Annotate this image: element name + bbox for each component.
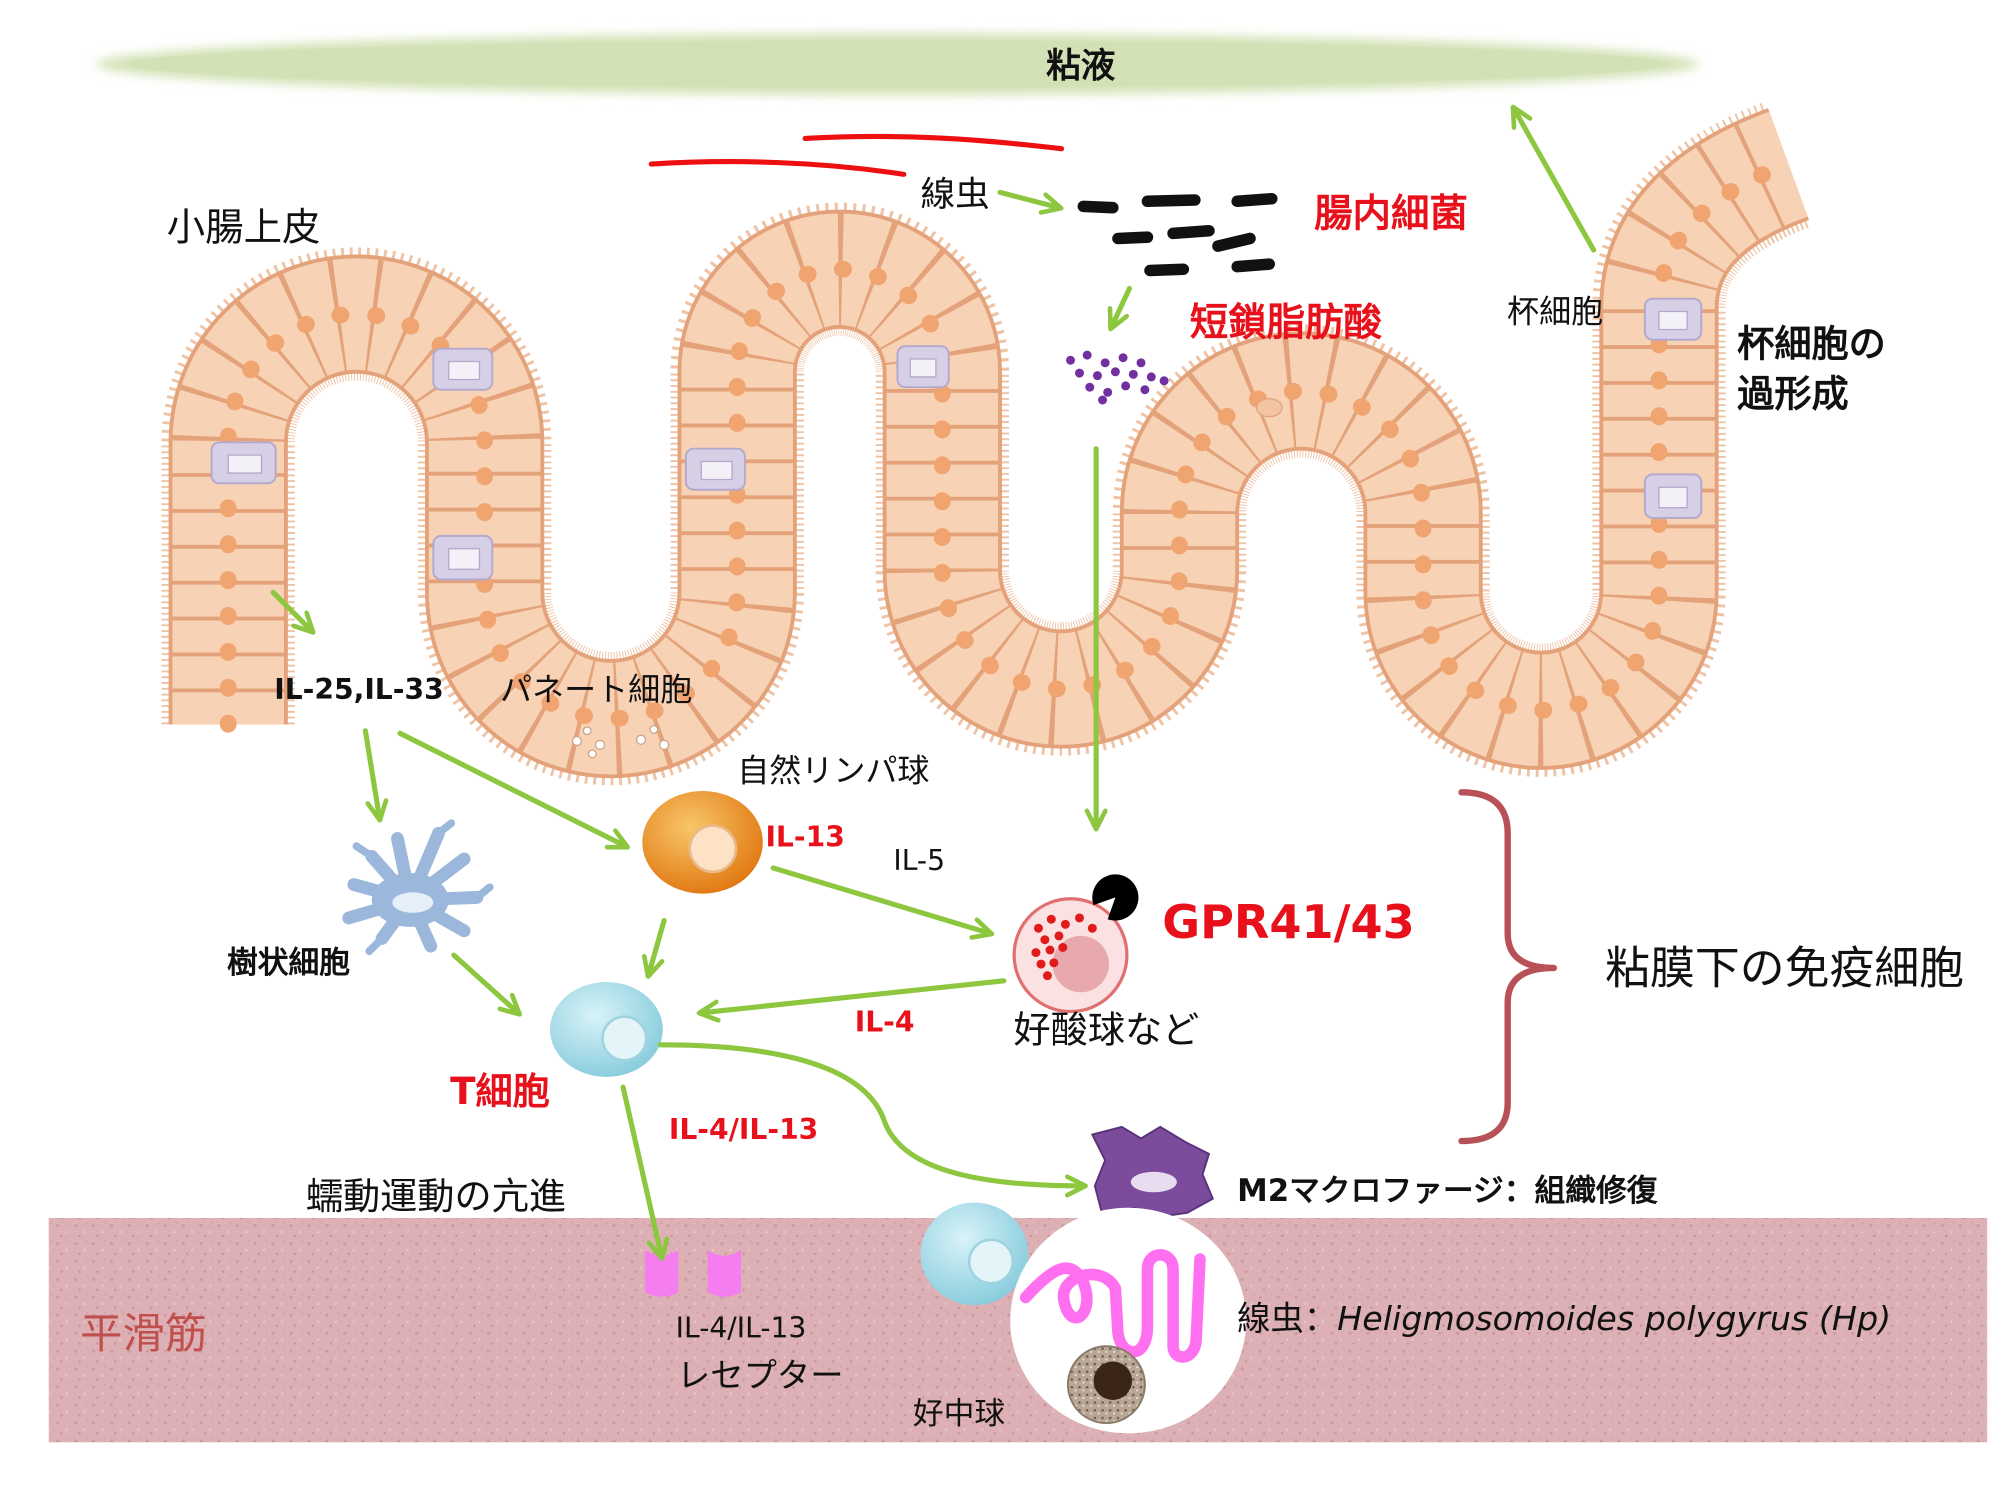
paneth-cell-label: パネート細胞 bbox=[500, 671, 692, 709]
gut-bacteria bbox=[1077, 192, 1278, 277]
goblet-cell bbox=[684, 447, 746, 491]
dendritic-cell-label: 樹状細胞 bbox=[227, 945, 350, 981]
smooth-muscle-label: 平滑筋 bbox=[80, 1309, 207, 1358]
small-intestine-epithelium bbox=[228, 164, 1788, 724]
arrow-epithelium-to-il25 bbox=[270, 589, 316, 635]
arrow-tcell-to-receptor bbox=[620, 1084, 670, 1261]
nematode-lines bbox=[648, 133, 1065, 177]
goblet-cell bbox=[432, 347, 494, 391]
arrow-bacteria-to-scfa bbox=[1107, 285, 1133, 332]
arrow-nematode-to-bacteria bbox=[997, 189, 1064, 215]
il4-label: IL-4 bbox=[855, 1005, 915, 1038]
neutrophil-cell bbox=[1066, 1345, 1146, 1425]
epithelium-label: 小腸上皮 bbox=[167, 206, 321, 251]
t-cell bbox=[550, 982, 663, 1077]
arrow-ilc-to-eosinophil bbox=[770, 865, 995, 940]
goblet-cell-label: 杯細胞 bbox=[1507, 293, 1603, 331]
nematode-species-name: Heligmosomoides polygyrus (Hp) bbox=[1337, 1298, 1891, 1337]
goblet-cells bbox=[210, 297, 1703, 581]
il4-il13-label: IL-4/IL-13 bbox=[669, 1113, 818, 1146]
m2-macrophage-nucleus bbox=[1130, 1171, 1177, 1193]
il5-label: IL-5 bbox=[893, 844, 945, 877]
arrow-eosinophil-to-tcell bbox=[696, 978, 1007, 1023]
il25-il33-label: IL-25,IL-33 bbox=[274, 673, 443, 706]
m2-macrophage bbox=[1090, 1125, 1215, 1218]
goblet-cell bbox=[210, 441, 277, 485]
dendritic-cell bbox=[342, 819, 494, 956]
ilc-label: 自然リンパ球 bbox=[737, 752, 929, 790]
eosinophil-label: 好酸球など bbox=[1014, 1007, 1200, 1051]
eosinophil-nucleus bbox=[1052, 935, 1109, 993]
gpr41-43-label: GPR41/43 bbox=[1162, 895, 1415, 949]
receptor-name-label: IL-4/IL-13 bbox=[676, 1312, 807, 1345]
arrow-dendritic-to-tcell bbox=[451, 952, 522, 1017]
arrow-ilc-to-tcell bbox=[641, 917, 667, 979]
goblet-hyperplasia-label-line2: 過形成 bbox=[1737, 372, 1848, 416]
il4-il13-receptors bbox=[644, 1250, 742, 1297]
arrows bbox=[270, 104, 1597, 1261]
t-cell-nucleus bbox=[601, 1015, 648, 1062]
il13-label: IL-13 bbox=[765, 821, 844, 854]
nematode-prefix: 線虫： bbox=[1237, 1298, 1337, 1337]
receptor-label: レセプター bbox=[677, 1356, 844, 1395]
ilc-nucleus bbox=[688, 824, 738, 874]
short-chain-fatty-acid-dots bbox=[1066, 350, 1169, 405]
submucosal-immune-cells-label: 粘膜下の免疫細胞 bbox=[1605, 941, 1964, 994]
nematode-species-label: 線虫：Heligmosomoides polygyrus (Hp) bbox=[1237, 1298, 1891, 1337]
t-cell-label: T細胞 bbox=[450, 1069, 550, 1113]
goblet-cell bbox=[432, 534, 494, 581]
goblet-cell bbox=[1643, 473, 1703, 519]
villus-tip-notch bbox=[1255, 398, 1283, 418]
scfa-label: 短鎖脂肪酸 bbox=[1190, 301, 1383, 346]
submucosal-bracket bbox=[1458, 789, 1558, 1145]
mucus-label: 粘液 bbox=[1046, 47, 1116, 87]
m2-macrophage-label: M2マクロファージ：組織修復 bbox=[1237, 1173, 1658, 1209]
goblet-hyperplasia-label-line1: 杯細胞の bbox=[1737, 322, 1886, 366]
innate-lymphoid-cell bbox=[642, 791, 763, 894]
nematode-worm bbox=[1019, 1249, 1206, 1363]
peristalsis-label: 蠕動運動の亢進 bbox=[306, 1174, 566, 1218]
receptor-icon bbox=[707, 1250, 742, 1297]
receptor-icon bbox=[644, 1250, 679, 1297]
paneth-cell-granules bbox=[571, 725, 670, 759]
arrow-il25-to-dendritic bbox=[362, 728, 389, 823]
lymphocyte-in-muscle bbox=[920, 1202, 1029, 1306]
goblet-cell bbox=[896, 345, 950, 389]
eosinophil-cell bbox=[1012, 897, 1129, 1014]
arrow-tcell-to-macrophage bbox=[657, 1042, 1088, 1198]
nematode-top-label: 線虫 bbox=[921, 175, 990, 215]
gut-bacteria-label: 腸内細菌 bbox=[1314, 192, 1468, 237]
neutrophil-label: 好中球 bbox=[913, 1396, 1005, 1432]
goblet-cell bbox=[1643, 297, 1703, 341]
gpr41-43-receptor-icon bbox=[1092, 874, 1139, 921]
arrow-goblet-to-mucus bbox=[1510, 104, 1597, 253]
dendritic-cell-nucleus bbox=[392, 892, 434, 913]
arrow-il25-to-ilc bbox=[397, 730, 631, 850]
eosinophil-granules bbox=[1031, 913, 1097, 981]
mucus-layer bbox=[96, 33, 1699, 95]
